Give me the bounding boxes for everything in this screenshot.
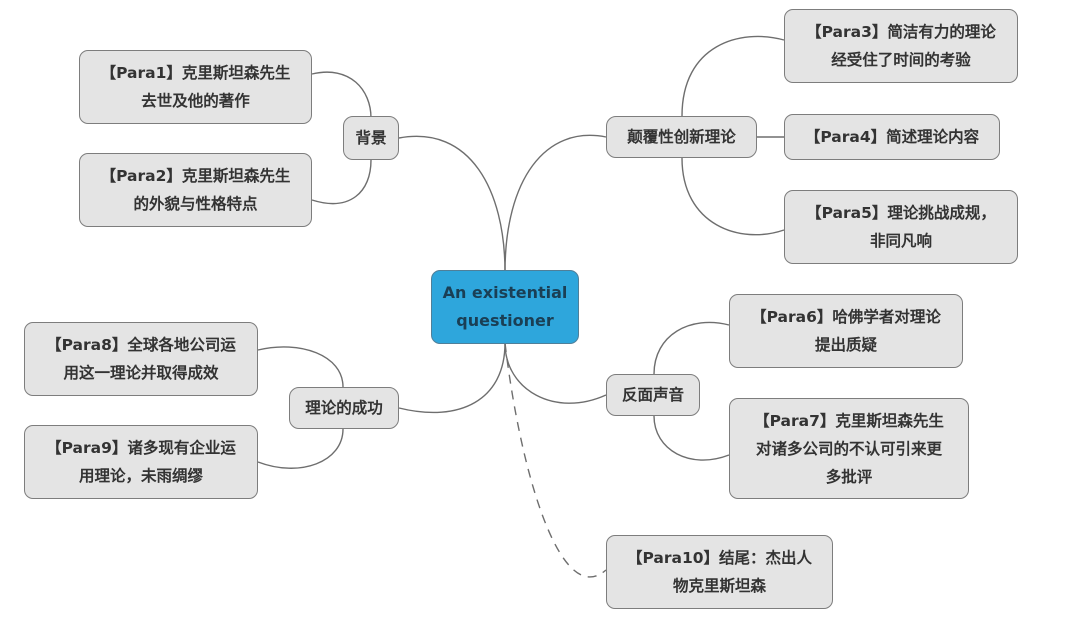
leaf-para1[interactable]: 【Para1】克里斯坦森先生 去世及他的著作 bbox=[79, 50, 312, 124]
branch-background[interactable]: 背景 bbox=[343, 116, 399, 160]
link-center-opposing bbox=[504, 342, 607, 404]
leaf-para7[interactable]: 【Para7】克里斯坦森先生 对诸多公司的不认可引来更 多批评 bbox=[729, 398, 969, 499]
leaf-para5[interactable]: 【Para5】理论挑战成规， 非同凡响 bbox=[784, 190, 1018, 264]
leaf-para4[interactable]: 【Para4】简述理论内容 bbox=[784, 114, 1000, 160]
leaf-para6[interactable]: 【Para6】哈佛学者对理论 提出质疑 bbox=[729, 294, 963, 368]
link-suc-para8 bbox=[257, 346, 344, 388]
central-topic[interactable]: An existential questioner bbox=[431, 270, 579, 344]
branch-theory-success[interactable]: 理论的成功 bbox=[289, 387, 399, 429]
link-dis-para3 bbox=[681, 35, 785, 117]
leaf-para2[interactable]: 【Para2】克里斯坦森先生 的外貌与性格特点 bbox=[79, 153, 312, 227]
leaf-para3[interactable]: 【Para3】简洁有力的理论 经受住了时间的考验 bbox=[784, 9, 1018, 83]
link-center-background bbox=[398, 135, 506, 273]
leaf-para8[interactable]: 【Para8】全球各地公司运 用这一理论并取得成效 bbox=[24, 322, 258, 396]
link-center-disruptive bbox=[504, 134, 607, 273]
link-opp-para6 bbox=[653, 321, 730, 375]
leaf-para10-ending[interactable]: 【Para10】结尾：杰出人 物克里斯坦森 bbox=[606, 535, 833, 609]
branch-disruptive-theory[interactable]: 颠覆性创新理论 bbox=[606, 116, 757, 158]
link-center-ending bbox=[504, 342, 607, 578]
link-bg-para1 bbox=[311, 71, 372, 119]
link-opp-para7 bbox=[653, 415, 730, 461]
leaf-para9[interactable]: 【Para9】诸多现有企业运 用理论，未雨绸缪 bbox=[24, 425, 258, 499]
link-center-success bbox=[398, 342, 506, 414]
link-dis-para5 bbox=[681, 157, 785, 236]
link-suc-para9 bbox=[257, 428, 344, 469]
link-bg-para2 bbox=[311, 159, 372, 205]
branch-opposing-voices[interactable]: 反面声音 bbox=[606, 374, 700, 416]
